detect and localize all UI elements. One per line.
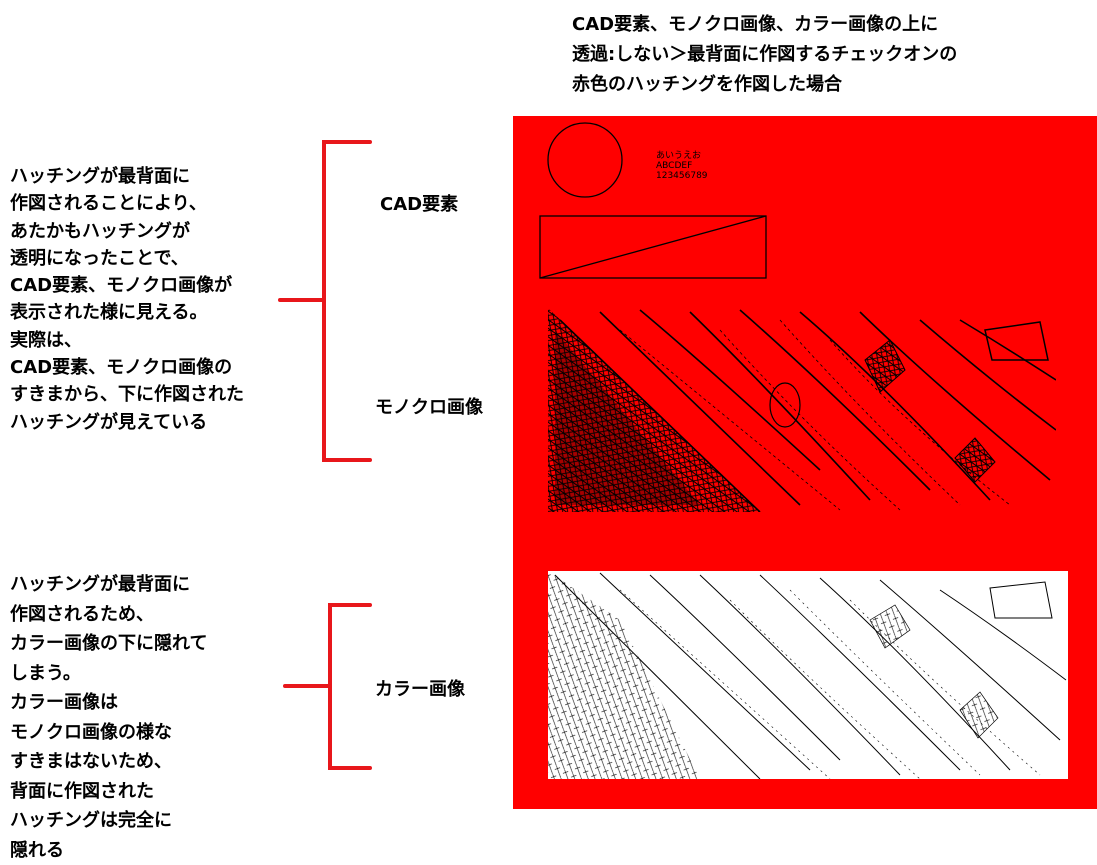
note-color-image: ハッチングが最背面に 作図されるため、 カラー画像の下に隠れて しまう。 カラー… [10,574,208,861]
cad-circle [547,122,623,198]
bracket-cad-mono [278,140,372,462]
cad-elements [539,122,767,279]
label-color-image: カラー画像 [375,679,465,700]
page-title: CAD要素、モノクロ画像、カラー画像の上に 透過:しない＞最背面に作図するチェッ… [572,14,958,95]
label-cad-elements: CAD要素 [380,194,459,215]
bracket-color [283,603,372,770]
label-monochrome-image: モノクロ画像 [375,397,483,418]
cad-rectangle [539,215,767,279]
cad-sample-text: あいうえお ABCDEF 123456789 [656,151,708,181]
monochrome-image [548,308,1056,512]
cad-diagonal [539,215,767,279]
note-cad-mono: ハッチングが最背面に 作図されることにより、 あたかもハッチングが 透明になった… [10,166,244,433]
color-image [548,571,1068,779]
